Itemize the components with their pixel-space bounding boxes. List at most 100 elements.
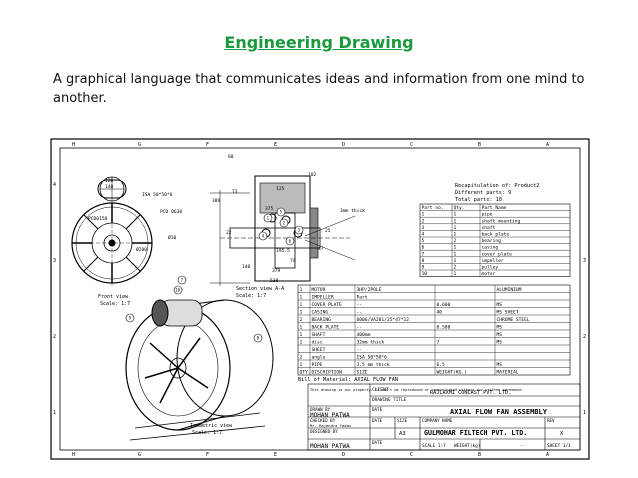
recap-cell: 10: [422, 271, 428, 277]
recap-cell: Qty.: [454, 205, 465, 211]
recap-cell: bearing: [482, 238, 502, 244]
section-view-scale: Scale: 1:7: [236, 293, 266, 299]
bom-cell: 1: [300, 325, 303, 331]
border-letter: F: [206, 452, 209, 458]
recap-cell: 1: [454, 225, 457, 231]
bom-cell: 1: [300, 287, 303, 293]
sheet-border: [50, 138, 590, 460]
drawn-by-label: DRAWN BY: [310, 407, 331, 412]
bom-cell: 1: [300, 310, 303, 316]
border-letter: H: [72, 452, 75, 458]
date-label: DATE: [372, 418, 383, 423]
engineering-drawing-sheet: H G F E D C B A H G F E D C B A 4 3 2 1 …: [50, 138, 590, 460]
company-label: COMPANY NAME: [422, 418, 453, 423]
dimension-label: 379: [272, 268, 281, 274]
weight-value: --: [520, 444, 525, 449]
slide-title: Engineering Drawing: [224, 33, 414, 52]
dimension-label: 73: [232, 189, 238, 195]
bom-title: Bill of Material: AXIAL FLOW FAN: [298, 377, 398, 383]
recap-cell: 4: [422, 232, 425, 238]
bom-cell: 3.5 mm thick: [357, 362, 390, 368]
border-letter: C: [410, 452, 413, 458]
border-letter: B: [478, 142, 481, 148]
date-label: DATE: [372, 407, 383, 412]
dimension-label: 22: [226, 230, 232, 236]
recap-different: Different parts: 9: [455, 190, 511, 196]
front-view-scale: Scale: 1:7: [100, 301, 130, 307]
bom-cell: SIZE: [357, 370, 368, 376]
bom-cell: Part: [357, 295, 368, 301]
recap-cell: impeller: [482, 258, 504, 264]
dimension-label: 140: [105, 184, 114, 190]
dimension-label: 530: [270, 278, 279, 284]
rev-value: X: [560, 431, 564, 437]
border-number: 2: [53, 334, 56, 340]
balloon-number: 3: [298, 228, 301, 233]
bom-cell: MS: [497, 302, 503, 308]
bom-cell: ALUMINIUM: [497, 287, 522, 293]
bom-cell: 1: [300, 362, 303, 368]
border-number: 1: [53, 410, 56, 416]
size-value: A3: [399, 431, 406, 437]
client-label: CLIENT: [372, 387, 389, 393]
balloon-number: 4: [262, 234, 265, 239]
recap-cell: 2: [454, 238, 457, 244]
border-letter: H: [72, 142, 75, 148]
border-number: 3: [583, 258, 586, 264]
balloon-number: 2: [283, 221, 286, 226]
recap-cell: back plate: [482, 232, 510, 238]
balloon-number: 10: [175, 288, 180, 293]
bom-cell: 3HP/2POLE: [357, 287, 382, 293]
sheet-value: SHEET 1/1: [547, 443, 571, 449]
recap-cell: 1: [454, 232, 457, 238]
drawing-title: AXIAL FLOW FAN ASSEMBLY: [450, 408, 548, 416]
border-number: 4: [53, 182, 56, 188]
bom-cell: PIPE: [312, 362, 323, 368]
drawn-by: MOHAN PATWA: [310, 412, 350, 419]
recap-cell: 1: [454, 218, 457, 224]
thickness-label: 3mm thick: [340, 208, 365, 214]
bom-cell: 0.500: [437, 325, 451, 331]
border-letter: C: [410, 142, 413, 148]
recap-cell: 8: [422, 258, 425, 264]
recap-cell: 1: [422, 212, 425, 218]
bom-cell: 6.5: [437, 362, 446, 368]
bom-cell: 32mm thick: [357, 340, 385, 346]
balloon-number: 9: [129, 316, 132, 321]
recap-cell: 1: [454, 245, 457, 251]
property-note: This drawing is our property. It can't b…: [310, 388, 524, 392]
recap-cell: 1: [454, 212, 457, 218]
recap-cell: 1: [454, 271, 457, 277]
bom-cell: 40: [437, 310, 443, 316]
bom-cell: 1: [300, 332, 303, 338]
isometric-view: [125, 299, 274, 441]
bom-cell: SHEET: [312, 347, 326, 353]
bom-cell: IMPELLER: [312, 295, 334, 301]
title-block: [307, 383, 581, 451]
dimension-label: 25: [325, 228, 331, 234]
border-letter: F: [206, 142, 209, 148]
border-letter: G: [138, 452, 141, 458]
bom-cell: BACK PLATE: [312, 325, 340, 331]
recap-cell: 2: [454, 265, 457, 271]
bom-cell: QTY.: [300, 370, 311, 376]
border-letter: D: [342, 452, 345, 458]
bom-cell: ISA 50*50*6: [357, 355, 388, 361]
bom-cell: MS: [497, 332, 503, 338]
callout-label: PCD0150: [88, 216, 108, 222]
bom-cell: DISCRIPTION: [312, 370, 343, 376]
bom-cell: --: [357, 303, 363, 308]
checked-by: Mr. Rajendra Yadav: [310, 423, 352, 428]
date-label: DATE: [372, 440, 383, 445]
border-number: 3: [53, 258, 56, 264]
border-letter: A: [546, 452, 549, 458]
callout-label: PCD 0630: [160, 209, 182, 215]
callout-label: Ø200: [136, 246, 147, 253]
recap-title: Recapitulation of: Product2: [455, 183, 539, 189]
client-name: RAJLAXMI CONCAST PVT. LTD.: [430, 390, 511, 396]
recap-cell: 1: [454, 251, 457, 257]
property-note-line: This drawing is our property. It can't b…: [310, 388, 524, 392]
bom-cell: 2: [300, 317, 303, 323]
checked-by-label: CHECKED BY: [310, 418, 336, 423]
